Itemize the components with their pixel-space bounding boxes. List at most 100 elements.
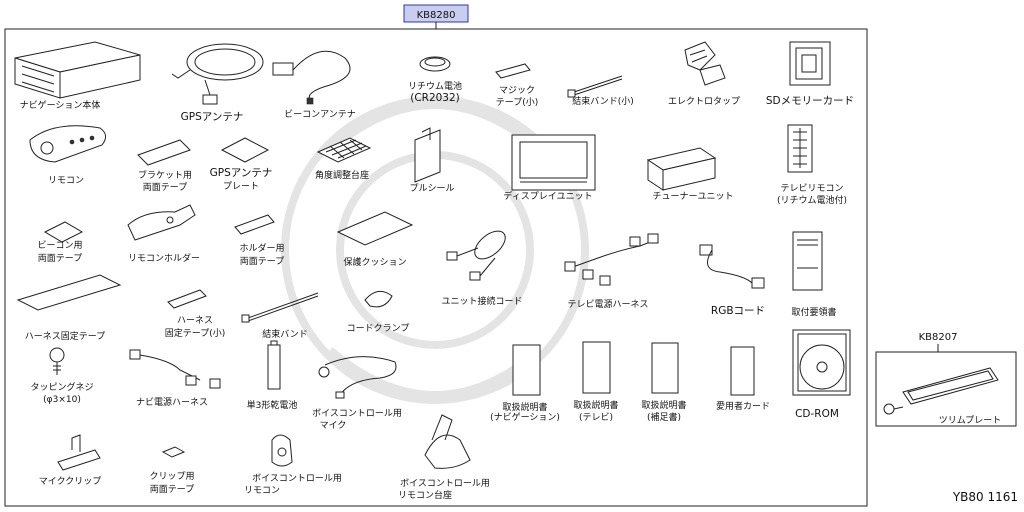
display-unit-label: ディスプレイユニット: [503, 190, 592, 202]
sd-card-label: SDメモリーカード: [766, 95, 854, 107]
aa-battery-drawing: [267, 340, 281, 390]
cable-tie-drawing: [241, 292, 319, 323]
clip-tape-drawing: [161, 446, 186, 458]
nav-unit-drawing: [14, 41, 141, 99]
beacon-antenna-drawing: [272, 50, 351, 105]
remote-drawing: [29, 125, 106, 163]
beacon-tape-drawing: [43, 221, 84, 243]
remote-label: リモコン: [48, 176, 84, 186]
manual-tv-label-1: 取扱説明書: [573, 399, 618, 411]
cd-rom-label: CD-ROM: [795, 408, 839, 420]
tapping-screw-label-1: タッピングネジ: [30, 381, 93, 393]
voice-remote-drawing: [271, 434, 293, 467]
electro-tap-drawing: [684, 41, 726, 86]
cushion-drawing: [336, 211, 414, 246]
lithium-battery-label-1: リチウム電池: [408, 80, 462, 92]
angle-base-label: 角度調整台座: [315, 169, 369, 181]
tv-remote-label-1: テレビリモコン: [780, 183, 843, 194]
pull-seal-label: プルシール: [409, 183, 454, 194]
unit-cord-label: ユニット接続コード: [441, 295, 522, 307]
harness-tape-small-label-1: ハーネス: [177, 315, 213, 326]
display-unit-drawing: [511, 134, 596, 191]
tapping-screw-label-2: (φ3×10): [43, 395, 81, 405]
manual-tv-drawing: [582, 341, 611, 394]
cable-tie-small-label: 結束バンド(小): [572, 95, 633, 107]
manual-supp-label-1: 取扱説明書: [641, 399, 686, 411]
nav-harness-label: ナビ電源ハーネス: [136, 397, 208, 408]
tv-remote-drawing: [787, 124, 813, 173]
beacon-antenna-label: ビーコンアンテナ: [284, 109, 356, 120]
mic-clip-drawing: [57, 434, 101, 471]
gps-plate-drawing: [220, 137, 270, 163]
bracket-tape-label-1: ブラケット用: [138, 169, 192, 181]
voice-remote-base-label-2: リモコン台座: [398, 489, 452, 501]
voice-remote-base-label-1: ボイスコントロール用: [400, 478, 490, 489]
manual-supp-drawing: [651, 342, 679, 394]
electro-tap-label: エレクトロタップ: [668, 96, 740, 107]
manual-nav-label-1: 取扱説明書: [502, 401, 547, 413]
sub-kit-frame: [875, 351, 1017, 427]
kit-code-label[interactable]: KB8280: [417, 10, 456, 21]
user-card-label: 愛用者カード: [716, 400, 770, 412]
remote-holder-label: リモコンホルダー: [128, 252, 200, 264]
pull-seal-drawing: [414, 127, 441, 183]
tapping-screw-drawing: [49, 347, 65, 375]
voice-mic-drawing: [318, 356, 397, 399]
lithium-battery-drawing: [419, 56, 451, 72]
cd-rom-drawing: [792, 329, 851, 396]
trim-plate-drawing: [883, 367, 999, 415]
magic-tape-label-2: テープ(小): [496, 97, 538, 108]
voice-remote-base-drawing: [424, 414, 471, 469]
cable-tie-label: 結束バンド: [262, 328, 307, 340]
harness-tape-label: ハーネス固定テープ: [25, 330, 105, 342]
install-manual-drawing: [792, 231, 823, 291]
magic-tape-label-1: マジック: [499, 85, 535, 96]
install-manual-label: 取付要領書: [791, 306, 836, 318]
gps-antenna-drawing: [171, 43, 264, 105]
tuner-unit-label: チューナーユニット: [652, 191, 733, 202]
remote-holder-drawing: [127, 204, 196, 241]
voice-mic-label-2: マイク: [320, 420, 347, 431]
rgb-cord-drawing: [699, 244, 765, 289]
lithium-battery-label-2: (CR2032): [410, 92, 460, 104]
bracket-tape-drawing: [137, 139, 191, 166]
manual-nav-drawing: [512, 344, 541, 396]
beacon-tape-label-1: ビーコン用: [37, 240, 82, 251]
holder-tape-label-1: ホルダー用: [239, 242, 284, 254]
figure-ref: YB80 1161: [952, 490, 1018, 504]
manual-nav-label-2: (ナビゲーション): [490, 411, 560, 423]
voice-remote-label-1: ボイスコントロール用: [252, 473, 342, 484]
clip-tape-label-2: 両面テープ: [150, 484, 194, 495]
gps-plate-label-2: プレート: [223, 181, 259, 192]
nav-harness-drawing: [129, 349, 221, 389]
holder-tape-drawing: [234, 214, 275, 235]
voice-remote-label-2: リモコン: [244, 486, 280, 496]
magic-tape-drawing: [495, 63, 531, 79]
clip-tape-label-1: クリップ用: [149, 471, 194, 482]
holder-tape-label-2: 両面テープ: [240, 256, 284, 267]
harness-tape-drawing: [16, 274, 122, 311]
sub-kit-code[interactable]: KB8207: [919, 332, 958, 343]
beacon-tape-label-2: 両面テープ: [38, 253, 82, 264]
harness-tape-small-drawing: [167, 289, 207, 309]
tuner-unit-drawing: [646, 147, 717, 191]
cord-clamp-label: コードクランプ: [347, 323, 410, 334]
manual-tv-label-2: (テレビ): [579, 412, 613, 423]
cushion-label: 保護クッション: [343, 256, 406, 268]
user-card-drawing: [730, 346, 755, 396]
tv-harness-drawing: [564, 233, 659, 286]
cord-clamp-drawing: [364, 290, 393, 308]
sd-card-drawing: [789, 41, 831, 86]
voice-mic-label-1: ボイスコントロール用: [312, 408, 402, 419]
rgb-cord-label: RGBコード: [711, 305, 765, 317]
gps-plate-label-1: GPSアンテナ: [210, 167, 273, 179]
angle-base-drawing: [316, 137, 372, 163]
cable-tie-small-drawing: [567, 75, 623, 98]
bracket-tape-label-2: 両面テープ: [143, 182, 187, 193]
harness-tape-small-label-2: 固定テープ(小): [165, 327, 225, 339]
mic-clip-label: マイククリップ: [39, 476, 101, 487]
unit-cord-drawing: [446, 230, 506, 281]
nav-unit-label: ナビゲーション本体: [20, 99, 101, 111]
